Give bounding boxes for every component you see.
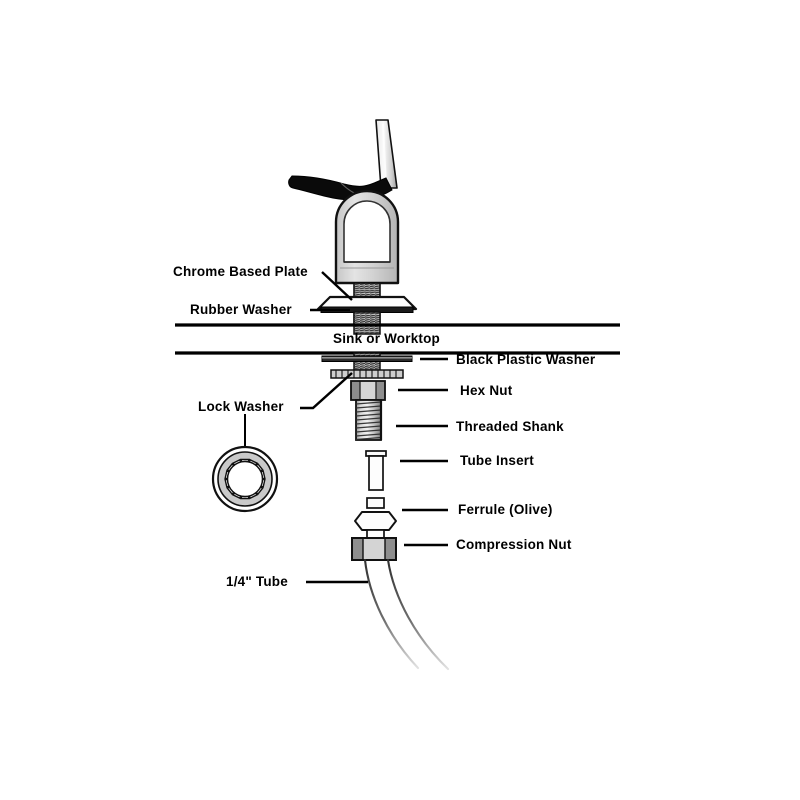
- quarter-inch-tube: [363, 558, 450, 671]
- faucet-spout: [375, 119, 398, 189]
- label-lock-washer: Lock Washer: [198, 399, 284, 414]
- lock-washer-detail: [211, 414, 279, 513]
- leader-lines: [300, 271, 448, 584]
- black-plastic-washer: [321, 355, 413, 362]
- hex-nut: [350, 380, 386, 401]
- label-hex-nut: Hex Nut: [460, 383, 513, 398]
- label-chrome-based-plate: Chrome Based Plate: [173, 264, 308, 279]
- label-ferrule-olive: Ferrule (Olive): [458, 502, 553, 517]
- upper-shank-nipple: [353, 282, 381, 298]
- leader-lock-washer: [300, 372, 353, 410]
- label-black-plastic-washer: Black Plastic Washer: [456, 352, 596, 367]
- threaded-shank: [355, 399, 383, 441]
- label-quarter-inch-tube: 1/4" Tube: [226, 574, 288, 589]
- label-sink-or-worktop: Sink or Worktop: [333, 331, 441, 346]
- label-compression-nut: Compression Nut: [456, 537, 572, 552]
- tube-insert: [365, 450, 387, 491]
- sink-worktop: [175, 323, 620, 355]
- label-rubber-washer: Rubber Washer: [190, 302, 292, 317]
- faucet-body: [334, 189, 400, 285]
- compression-nut: [351, 537, 397, 561]
- leader-chrome-based-plate: [321, 271, 353, 301]
- chrome-based-plate: [316, 295, 418, 311]
- label-threaded-shank: Threaded Shank: [456, 419, 564, 434]
- lock-washer-installed: [330, 369, 404, 379]
- label-tube-insert: Tube Insert: [460, 453, 534, 468]
- shank-through-sink: [353, 311, 381, 335]
- ferrule-olive: [354, 497, 397, 543]
